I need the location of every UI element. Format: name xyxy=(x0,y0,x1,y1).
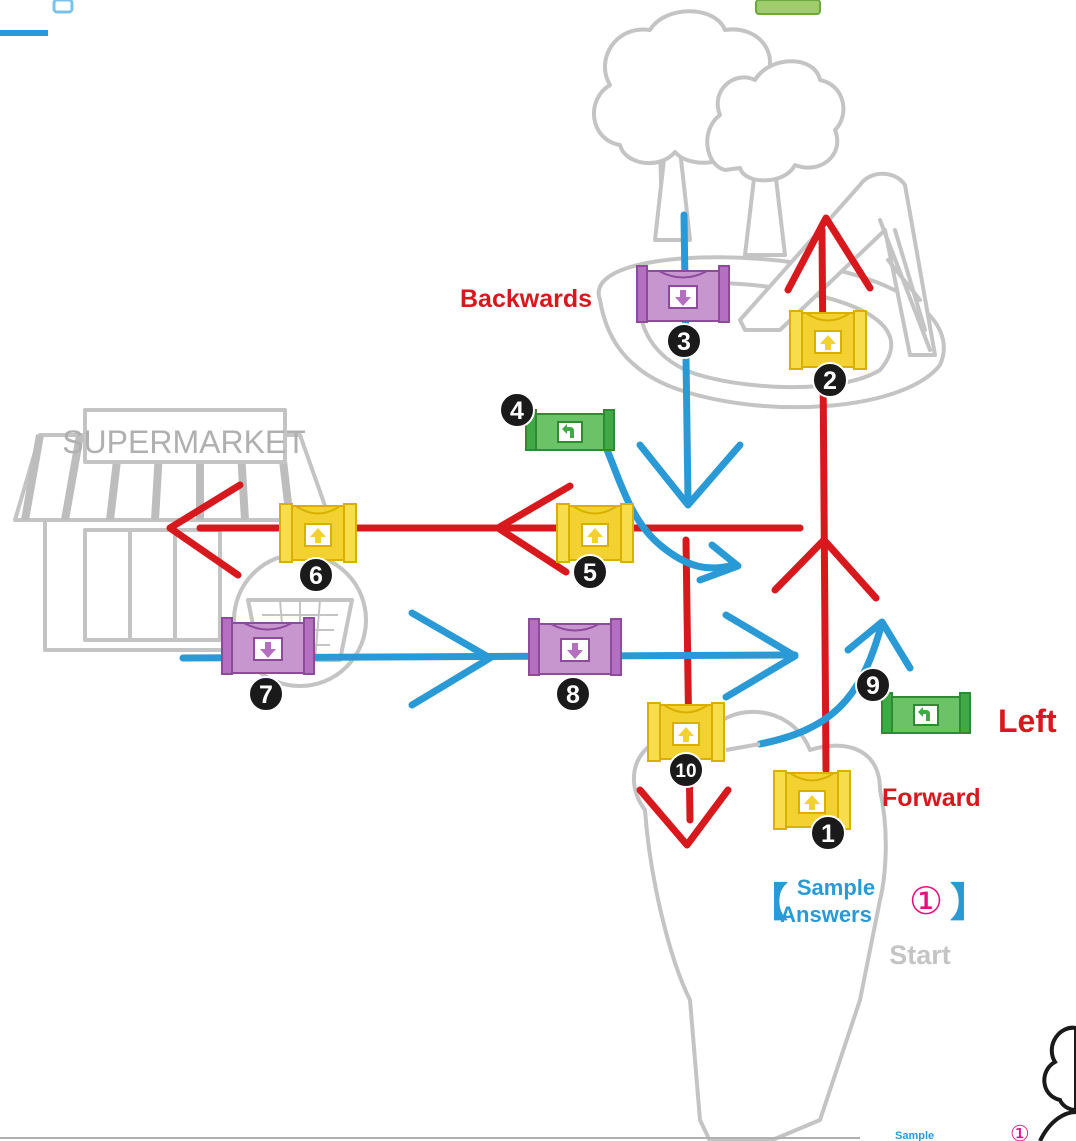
step-badge-6: 6 xyxy=(298,557,334,593)
step-badge-8: 8 xyxy=(555,676,591,712)
command-card-forward-6 xyxy=(279,503,357,563)
command-card-backwards-8 xyxy=(528,618,622,676)
step-number: 2 xyxy=(823,367,837,395)
label-forward: Forward xyxy=(882,784,981,812)
step-badge-9: 9 xyxy=(855,667,891,703)
store-sign: SUPERMARKET xyxy=(62,424,306,460)
step-number: 3 xyxy=(677,328,691,356)
sample-line1: Sample xyxy=(797,875,875,900)
step-number: 6 xyxy=(309,562,323,590)
label-start: Start xyxy=(889,940,951,970)
command-card-left-4 xyxy=(525,409,615,451)
sample-line2: Answers xyxy=(780,902,872,927)
corner-sample-number: ① xyxy=(1010,1121,1030,1141)
chef-illustration xyxy=(1038,1025,1076,1141)
supermarket-illustration xyxy=(13,408,368,688)
step-number: 7 xyxy=(259,681,273,709)
bracket-close: 】 xyxy=(950,881,990,925)
command-card-backwards-3 xyxy=(636,265,730,323)
step-badge-4: 4 xyxy=(499,392,535,428)
step-number: 9 xyxy=(866,672,880,700)
corner-sample-label: Sample ① xyxy=(0,1121,1030,1141)
top-left-accent xyxy=(0,0,74,36)
corner-sample-text: Sample xyxy=(895,1130,934,1141)
step-badge-1: 1 xyxy=(810,815,846,851)
step-number: 1 xyxy=(821,820,835,848)
step-badge-2: 2 xyxy=(812,362,848,398)
step-number: 10 xyxy=(675,761,696,782)
step-badge-10: 10 xyxy=(668,752,704,788)
connector-line xyxy=(725,742,761,752)
sample-answers-title: 【 Sample Answers ① 】 xyxy=(748,875,990,927)
command-card-forward-5 xyxy=(556,503,634,563)
bracket-open: 【 xyxy=(748,881,788,925)
step-badge-5: 5 xyxy=(572,554,608,590)
top-green-tab xyxy=(755,0,821,15)
command-card-backwards-7 xyxy=(221,617,315,675)
step-number: 8 xyxy=(566,681,580,709)
step-number: 5 xyxy=(583,559,597,587)
label-backwards: Backwards xyxy=(460,285,592,313)
step-number: 4 xyxy=(510,397,524,425)
cards-layer: 1 2 3 4 5 6 7 8 9 10 xyxy=(221,265,971,851)
label-left: Left xyxy=(998,703,1057,739)
command-card-forward-2 xyxy=(789,310,867,370)
step-badge-7: 7 xyxy=(248,676,284,712)
command-card-left-9 xyxy=(881,692,971,734)
step-badge-3: 3 xyxy=(666,323,702,359)
park-illustration xyxy=(592,9,946,410)
sample-number: ① xyxy=(909,881,943,923)
